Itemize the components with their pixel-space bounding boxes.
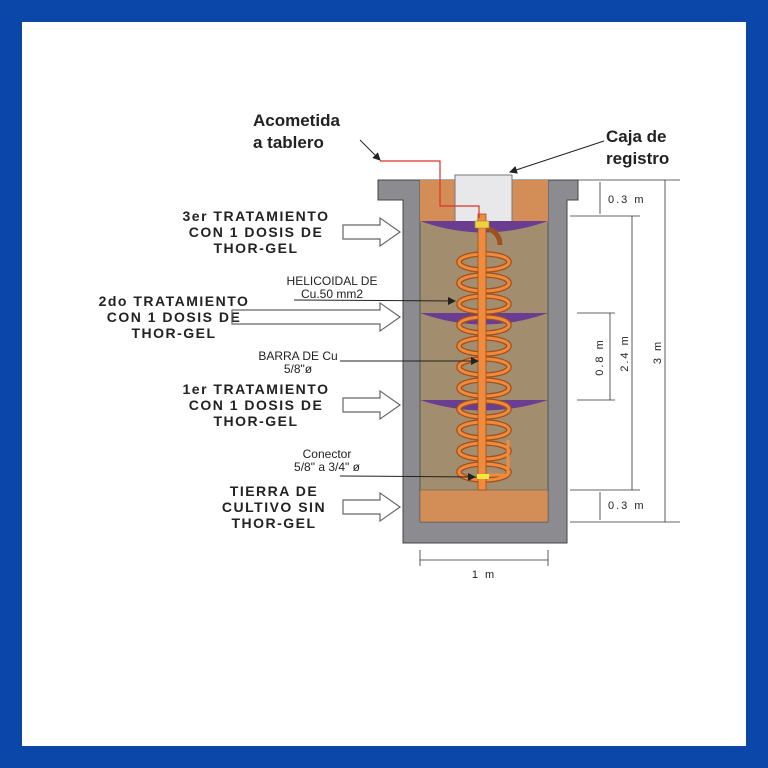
treatment-1-line1: 1er TRATAMIENTO	[183, 381, 330, 397]
tierra-line1: TIERRA DE	[230, 483, 318, 499]
barra-line1: BARRA DE Cu	[258, 349, 337, 363]
caja-label-2: registro	[606, 149, 669, 168]
arrow-icon	[342, 216, 402, 248]
treatment-2-line1: 2do TRATAMIENTO	[99, 293, 250, 309]
copper-helix	[485, 225, 503, 246]
treatment-1-line3: THOR-GEL	[213, 413, 298, 429]
copper-rod	[477, 213, 487, 491]
acometida-label-2: a tablero	[253, 133, 324, 152]
dimension-lines	[419, 179, 680, 566]
caja-label-1: Caja de	[606, 127, 666, 146]
tierra-line3: THOR-GEL	[231, 515, 316, 531]
treatment-3-line2: CON 1 DOSIS DE	[189, 224, 324, 240]
diagram-canvas: Acometida a tablero Caja de registro 3er…	[22, 22, 746, 746]
helicoidal-line1: HELICOIDAL DE	[287, 274, 378, 288]
dim-spacing: 0.8 m	[594, 338, 606, 376]
hollow-arrows	[231, 216, 402, 523]
coil-tail	[488, 440, 510, 477]
dim-width: 1 m	[472, 569, 496, 581]
arrow-icon	[342, 491, 402, 523]
barra-line2: 5/8"ø	[284, 362, 313, 376]
dim-mid: 2.4 m	[619, 334, 631, 372]
conector-line1: Conector	[303, 447, 352, 461]
treatment-1-line2: CON 1 DOSIS DE	[189, 397, 324, 413]
tierra-line2: CULTIVO SIN	[222, 499, 326, 515]
dim-bottom: 0.3 m	[608, 500, 646, 512]
conector-line2: 5/8" a 3/4" ø	[294, 460, 361, 474]
dim-top: 0.3 m	[608, 194, 646, 206]
bottom-soil-layer	[419, 489, 549, 523]
arrow-icon	[342, 389, 402, 421]
treatment-2-line3: THOR-GEL	[131, 325, 216, 341]
treatment-3-line1: 3er TRATAMIENTO	[183, 208, 330, 224]
dim-total: 3 m	[652, 340, 664, 364]
treatment-2-line2: CON 1 DOSIS DE	[107, 309, 242, 325]
treatment-3-line3: THOR-GEL	[213, 240, 298, 256]
grounding-well-diagram: Acometida a tablero Caja de registro 3er…	[99, 111, 680, 581]
bottom-connector	[477, 474, 489, 479]
feeder-wire	[380, 160, 480, 218]
acometida-label-1: Acometida	[253, 111, 340, 130]
arrow-icon	[231, 301, 402, 333]
top-connector	[474, 220, 490, 229]
helicoidal-line2: Cu.50 mm2	[301, 287, 363, 301]
